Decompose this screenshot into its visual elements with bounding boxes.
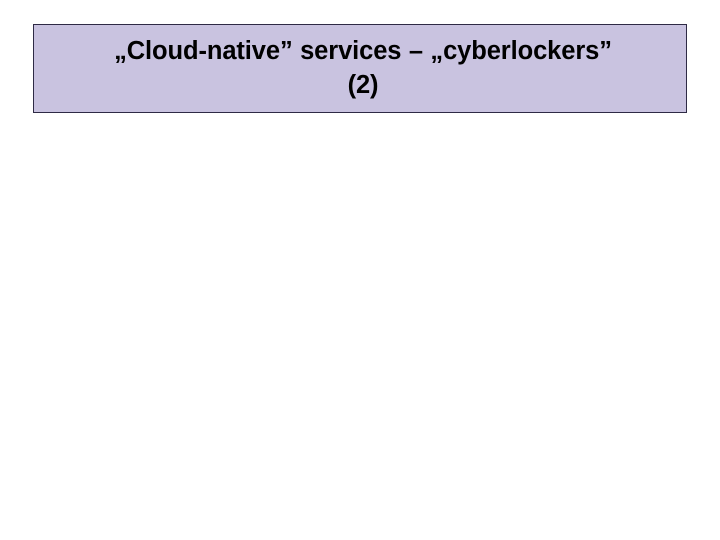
slide-title-placeholder[interactable]: „Cloud-native” services – „cyberlockers”… (33, 24, 687, 113)
slide-title-text: „Cloud-native” services – „cyberlockers”… (114, 37, 612, 99)
slide-content-area[interactable] (0, 113, 720, 540)
